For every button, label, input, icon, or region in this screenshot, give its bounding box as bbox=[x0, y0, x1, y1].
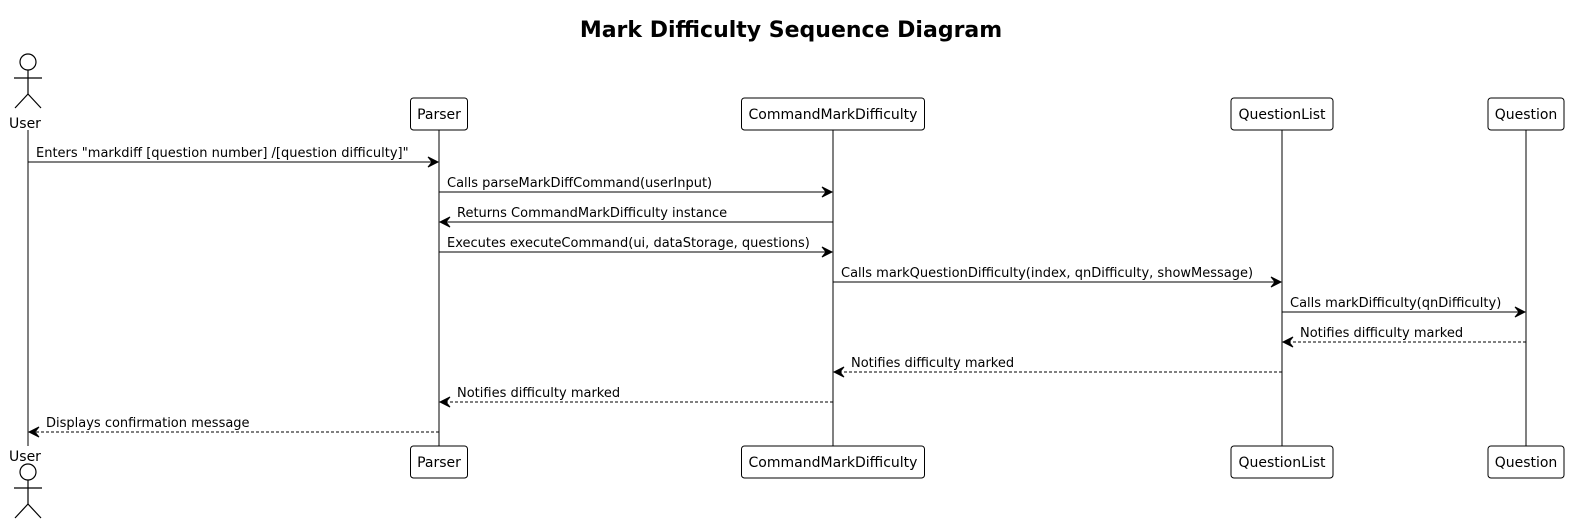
participant-user-top: User bbox=[9, 53, 42, 132]
participant-qlist-top: QuestionList bbox=[1230, 97, 1334, 131]
message-10: Displays confirmation message bbox=[27, 416, 439, 438]
participant-qlist-bottom: QuestionList bbox=[1230, 445, 1334, 479]
arrowhead-icon bbox=[438, 216, 451, 228]
participant-label: Parser bbox=[417, 107, 461, 123]
message-label: Calls markDifficulty(qnDifficulty) bbox=[1290, 296, 1501, 311]
message-6: Calls markDifficulty(qnDifficulty) bbox=[1282, 296, 1527, 318]
message-label: Executes executeCommand(ui, dataStorage,… bbox=[447, 236, 810, 251]
arrowhead-icon bbox=[821, 186, 834, 198]
message-1: Enters "markdiff [question number] /[que… bbox=[28, 146, 440, 168]
actor-label: User bbox=[9, 116, 41, 132]
arrowhead-icon bbox=[438, 396, 451, 408]
actor-figure-icon bbox=[14, 463, 42, 519]
participant-question-bottom: Question bbox=[1487, 445, 1565, 479]
diagram-title: Mark Difficulty Sequence Diagram bbox=[580, 18, 1002, 43]
message-label: Calls parseMarkDiffCommand(userInput) bbox=[447, 176, 712, 191]
message-label: Notifies difficulty marked bbox=[851, 356, 1014, 371]
participant-question-top: Question bbox=[1487, 97, 1565, 131]
participant-cmd-top: CommandMarkDifficulty bbox=[741, 97, 925, 131]
participant-label: QuestionList bbox=[1238, 107, 1326, 123]
message-7: Notifies difficulty marked bbox=[1281, 326, 1526, 348]
actor-label: User bbox=[9, 449, 41, 465]
message-2: Calls parseMarkDiffCommand(userInput) bbox=[439, 176, 834, 198]
message-label: Displays confirmation message bbox=[46, 416, 250, 431]
participant-label: Parser bbox=[417, 455, 461, 471]
message-label: Returns CommandMarkDifficulty instance bbox=[457, 206, 727, 221]
message-label: Enters "markdiff [question number] /[que… bbox=[36, 146, 409, 161]
lifelines bbox=[27, 130, 1527, 446]
arrowhead-icon bbox=[1281, 336, 1294, 348]
participant-label: QuestionList bbox=[1238, 455, 1326, 471]
messages: Enters "markdiff [question number] /[que… bbox=[27, 146, 1527, 438]
participant-cmd-bottom: CommandMarkDifficulty bbox=[741, 445, 925, 479]
arrowhead-icon bbox=[1270, 276, 1283, 288]
message-8: Notifies difficulty marked bbox=[832, 356, 1282, 378]
arrowhead-icon bbox=[821, 246, 834, 258]
participant-label: Question bbox=[1495, 107, 1558, 123]
arrowhead-icon bbox=[832, 366, 845, 378]
message-9: Notifies difficulty marked bbox=[438, 386, 833, 408]
participant-label: CommandMarkDifficulty bbox=[749, 107, 918, 123]
actor-figure-icon bbox=[14, 53, 42, 109]
message-3: Returns CommandMarkDifficulty instance bbox=[438, 206, 833, 228]
participant-parser-bottom: Parser bbox=[410, 445, 468, 479]
participant-parser-top: Parser bbox=[410, 97, 468, 131]
message-5: Calls markQuestionDifficulty(index, qnDi… bbox=[833, 266, 1283, 288]
participant-label: Question bbox=[1495, 455, 1558, 471]
message-label: Notifies difficulty marked bbox=[457, 386, 620, 401]
participant-user-bottom: User bbox=[9, 449, 42, 519]
message-label: Notifies difficulty marked bbox=[1300, 326, 1463, 341]
arrowhead-icon bbox=[1514, 306, 1527, 318]
message-4: Executes executeCommand(ui, dataStorage,… bbox=[439, 236, 834, 258]
arrowhead-icon bbox=[27, 426, 40, 438]
participant-label: CommandMarkDifficulty bbox=[749, 455, 918, 471]
arrowhead-icon bbox=[427, 156, 440, 168]
message-label: Calls markQuestionDifficulty(index, qnDi… bbox=[841, 266, 1253, 281]
participants: UserUserParserParserCommandMarkDifficult… bbox=[9, 53, 1565, 519]
